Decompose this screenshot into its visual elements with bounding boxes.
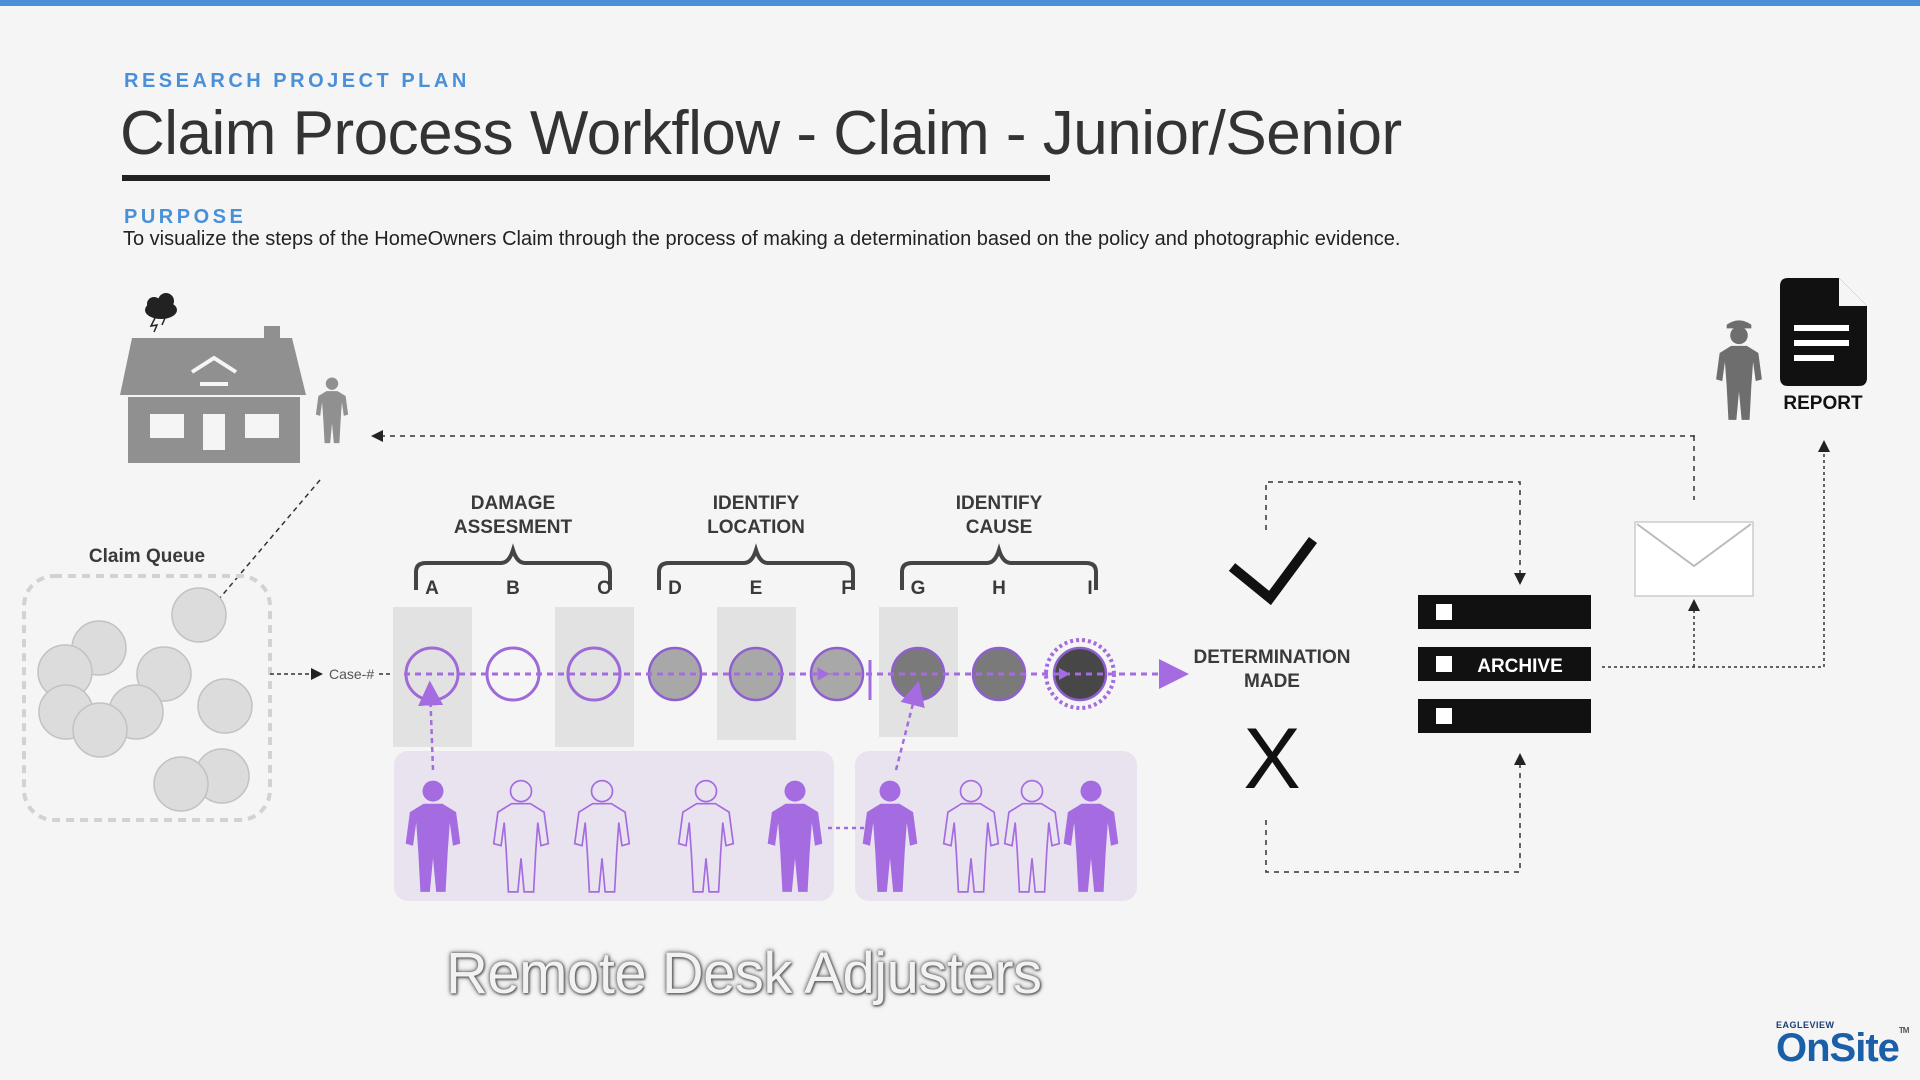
claim-queue-box [22, 574, 272, 822]
phase-brace [900, 543, 1098, 590]
case-number-label: Case-# [329, 666, 374, 682]
flow-arrowhead-i [1059, 668, 1070, 680]
purpose-label: PURPOSE [124, 206, 247, 228]
queue-claim [171, 587, 227, 643]
phase-brace [414, 543, 612, 590]
house-to-queue-arrow [206, 479, 321, 615]
step-letter-a: A [425, 578, 439, 599]
junior-adjusters-panel [394, 751, 834, 901]
phase-label-line2: ASSESMENT [454, 517, 573, 538]
remote-desk-adjusters-caption: Remote Desk Adjusters [446, 941, 1042, 1006]
deny-to-archive-arrow [1265, 753, 1526, 873]
archive-label: ARCHIVE [1477, 656, 1563, 677]
phase-label-line2: CAUSE [966, 517, 1033, 538]
report-document-icon [1780, 278, 1867, 386]
top-accent-bar [0, 0, 1920, 6]
queue-claim [72, 702, 128, 758]
approve-to-archive-arrow [1265, 481, 1526, 585]
envelope-icon [1634, 521, 1754, 597]
determination-label-line1: DETERMINATION [1194, 647, 1351, 668]
step-letter-f: F [841, 578, 853, 599]
step-letter-d: D [668, 578, 682, 599]
house-icon [120, 326, 306, 463]
step-circle-c [566, 646, 622, 702]
phase-layer: DAMAGE ASSESMENT A B C IDENTIFY LOCATION D E F IDE… [414, 493, 1098, 599]
storm-cloud-icon [145, 293, 177, 333]
logo-onsite: OnSite [1776, 1026, 1900, 1070]
phase-label-line1: IDENTIFY [956, 493, 1043, 514]
claim-queue-label: Claim Queue [89, 546, 205, 567]
step-letter-c: C [597, 578, 611, 599]
return-to-homeowner-arrow [371, 430, 1695, 442]
queue-claim [153, 756, 209, 812]
field-adjuster-icon [1716, 320, 1762, 420]
determination-label-line2: MADE [1244, 671, 1300, 692]
eagleview-onsite-logo: EAGLEVIEW OnSiteTM [1776, 1020, 1910, 1071]
phase-brace [657, 543, 855, 590]
flow-arrowhead-f [817, 667, 833, 681]
deny-x-icon: X [1243, 711, 1300, 807]
logo-eagleview: EAGLEVIEW [1776, 1020, 1835, 1030]
step-letter-b: B [506, 578, 520, 599]
step-letter-e: E [750, 578, 763, 599]
phase-label-line1: DAMAGE [471, 493, 555, 514]
kicker-label: RESEARCH PROJECT PLAN [124, 70, 470, 92]
queue-claim [197, 678, 253, 734]
step-letter-g: G [911, 578, 926, 599]
phase-label-line2: LOCATION [707, 517, 805, 538]
step-letter-h: H [992, 578, 1006, 599]
purpose-text: To visualize the steps of the HomeOwners… [123, 228, 1401, 250]
title-underline [122, 175, 1050, 181]
step-letter-i: I [1087, 578, 1092, 599]
phase-label-line1: IDENTIFY [713, 493, 800, 514]
archive-cabinet-icon [1418, 595, 1591, 733]
queue-claim [136, 646, 192, 702]
queue-claims [37, 587, 253, 812]
archive-to-report-arrow [1602, 440, 1830, 668]
report-label: REPORT [1783, 393, 1863, 414]
page-title: Claim Process Workflow - Claim - Junior/… [120, 99, 1402, 168]
checkmark-icon [1228, 537, 1318, 606]
homeowner-icon [315, 377, 349, 444]
junior-to-step-a-arrow [418, 680, 444, 771]
logo-trademark: TM [1898, 1026, 1910, 1035]
